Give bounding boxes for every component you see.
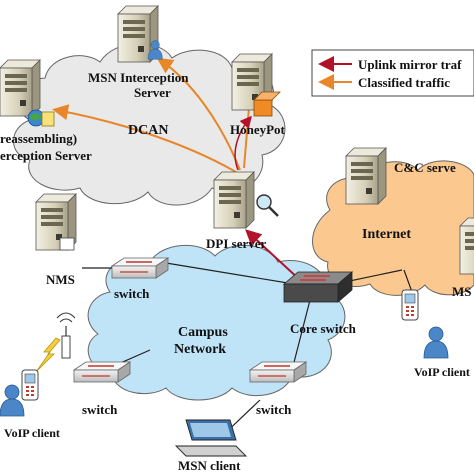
core-switch-label: Core switch: [290, 321, 357, 336]
reassembling-label-2: erception Server: [0, 148, 92, 163]
magnifier-icon: [256, 194, 279, 217]
classified-arrow-msn: [156, 57, 241, 171]
server-tower-icon: [459, 217, 474, 275]
reassembling-label-1: reassembling): [0, 131, 77, 146]
honeypot-server[interactable]: [231, 53, 281, 117]
monitor-icon: [59, 237, 75, 251]
laptop-icon: [174, 419, 248, 457]
ms-server-partial[interactable]: [459, 217, 474, 275]
msn-client-label: MSN client: [178, 458, 241, 473]
msn-client[interactable]: [174, 419, 248, 457]
network-switch-icon: [111, 257, 169, 279]
globe-icon: [27, 109, 45, 127]
classified-arrow-reassembly: [52, 104, 237, 173]
document-icon: [41, 111, 55, 127]
network-switch-icon: [249, 361, 307, 383]
network-switch-icon: [282, 271, 354, 303]
person-icon: [0, 384, 25, 417]
switch-right[interactable]: [249, 361, 307, 383]
dpi-server-label: DPI server: [206, 236, 267, 251]
dcan-cloud: [13, 43, 286, 206]
msn-interception-server[interactable]: [117, 5, 163, 63]
uplink-arrow: [245, 229, 301, 281]
campus-label-1: Campus: [178, 325, 228, 340]
dcan-label: DCAN: [128, 123, 168, 138]
wireless-access-point-icon: [56, 312, 76, 359]
voip-client-right-label: VoIP client: [414, 365, 470, 379]
ms-server-label: MS: [452, 284, 472, 299]
legend-classified-label: Classified traffic: [358, 75, 450, 90]
mobile-phone-icon: [401, 289, 419, 321]
core-switch[interactable]: [282, 271, 354, 303]
reassembling-interception-server[interactable]: [0, 59, 55, 127]
voip-client-left-label: VoIP client: [4, 426, 60, 440]
classified-arrow-dpi-loop: [234, 115, 252, 171]
switch-top[interactable]: [111, 257, 169, 279]
msn-server-label-2: Server: [134, 85, 171, 100]
campus-label-2: Network: [174, 342, 226, 357]
voip-client-left[interactable]: [0, 369, 39, 417]
person-icon: [423, 326, 449, 359]
switch-left[interactable]: [73, 361, 131, 383]
legend: Uplink mirror traf Classified traffic: [311, 49, 474, 97]
internet-label: Internet: [362, 227, 411, 242]
switch-right-label: switch: [256, 402, 292, 417]
legend-uplink-label: Uplink mirror traf: [358, 57, 462, 72]
cc-server-label: C&C serve: [394, 160, 456, 175]
server-tower-icon: [0, 59, 41, 117]
honeypot-box-icon: [253, 91, 281, 117]
dpi-server[interactable]: [213, 171, 279, 229]
cc-server[interactable]: [345, 147, 387, 205]
network-switch-icon: [73, 361, 131, 383]
server-tower-icon: [345, 147, 387, 205]
lightning-icon: [35, 337, 61, 373]
server-tower-icon: [213, 171, 255, 229]
mobile-phone-icon: [21, 369, 39, 401]
msn-server-label-1: MSN Interception: [88, 70, 189, 85]
switch-top-label: switch: [114, 286, 150, 301]
nms-server[interactable]: [35, 193, 77, 251]
honeypot-label: HoneyPot: [230, 122, 286, 137]
switch-left-label: switch: [82, 402, 118, 417]
nms-label: NMS: [46, 272, 75, 287]
voip-client-right[interactable]: [401, 289, 449, 359]
